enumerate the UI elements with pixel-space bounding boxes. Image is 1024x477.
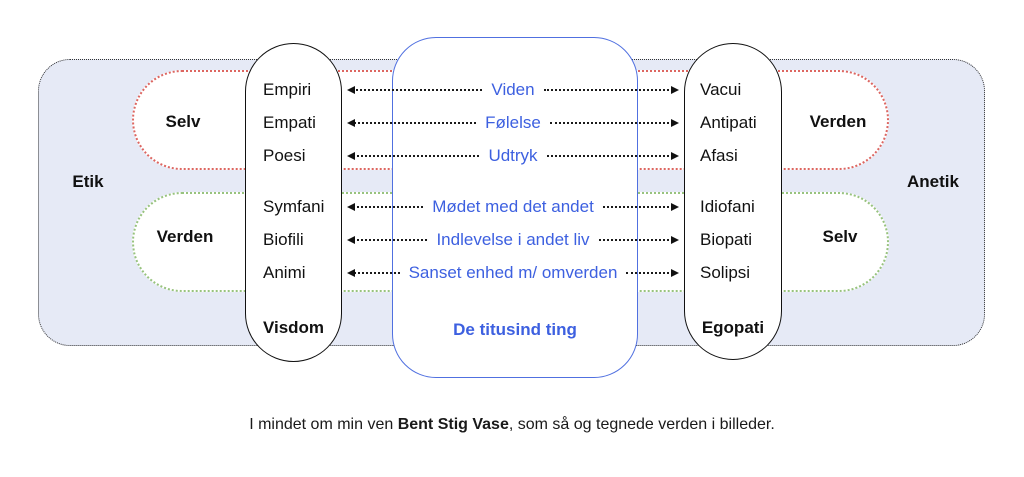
label-verden-top-right: Verden	[809, 112, 867, 131]
center-box-footer: De titusind ting	[453, 320, 577, 339]
arrow-left-icon	[346, 85, 483, 94]
label-selv-bottom-right: Selv	[822, 227, 858, 246]
arrow-left-icon	[346, 202, 424, 211]
center-label: Følelse	[485, 113, 541, 132]
arrow-right-icon	[602, 202, 680, 211]
center-label: Mødet med det andet	[432, 197, 594, 216]
center-label: Viden	[491, 80, 535, 99]
right-term-vacui: Vacui	[700, 80, 742, 99]
egopati-pill	[684, 43, 782, 360]
center-label: Sanset enhed m/ omverden	[408, 263, 618, 282]
arrow-left-icon	[347, 268, 400, 277]
visdom-pill	[245, 43, 342, 362]
arrow-left-icon	[346, 118, 477, 127]
center-row-moedet: Mødet med det andet	[346, 197, 680, 217]
arrow-right-icon	[549, 118, 680, 127]
left-term-symfani: Symfani	[263, 197, 325, 216]
arrow-left-icon	[346, 235, 428, 244]
label-selv-top-left: Selv	[165, 112, 201, 131]
right-pill-footer: Egopati	[701, 318, 765, 337]
arrow-right-icon	[598, 235, 680, 244]
left-term-poesi: Poesi	[263, 146, 306, 165]
caption-suffix: , som så og tegnede verden i billeder.	[508, 416, 775, 433]
center-row-sanset: Sanset enhed m/ omverden	[347, 263, 679, 283]
arrow-left-icon	[346, 151, 480, 160]
left-term-empati: Empati	[263, 113, 316, 132]
label-anetik: Anetik	[907, 172, 959, 191]
center-row-udtryk: Udtryk	[346, 146, 680, 166]
left-term-empiri: Empiri	[263, 80, 312, 99]
right-term-biopati: Biopati	[700, 230, 752, 249]
right-term-antipati: Antipati	[700, 113, 757, 132]
center-label: Udtryk	[488, 146, 538, 165]
arrow-right-icon	[543, 85, 680, 94]
left-pill-footer: Visdom	[262, 318, 325, 337]
center-row-foelelse: Følelse	[346, 113, 680, 133]
caption-name: Bent Stig Vase	[397, 416, 509, 433]
left-term-animi: Animi	[263, 263, 306, 282]
right-term-idiofani: Idiofani	[700, 197, 755, 216]
arrow-right-icon	[546, 151, 680, 160]
center-blue-box	[392, 37, 638, 378]
arrow-right-icon	[626, 268, 679, 277]
right-term-solipsi: Solipsi	[700, 263, 751, 282]
center-row-viden: Viden	[346, 80, 680, 100]
caption-prefix: I mindet om min ven	[249, 416, 398, 433]
label-etik: Etik	[72, 172, 104, 191]
label-verden-bottom-left: Verden	[156, 227, 214, 246]
dedication-caption: I mindet om min ven Bent Stig Vase, som …	[0, 416, 1024, 434]
right-term-afasi: Afasi	[700, 146, 738, 165]
left-term-biofili: Biofili	[263, 230, 304, 249]
center-label: Indlevelse i andet liv	[436, 230, 590, 249]
center-row-indlevelse: Indlevelse i andet liv	[346, 230, 680, 250]
